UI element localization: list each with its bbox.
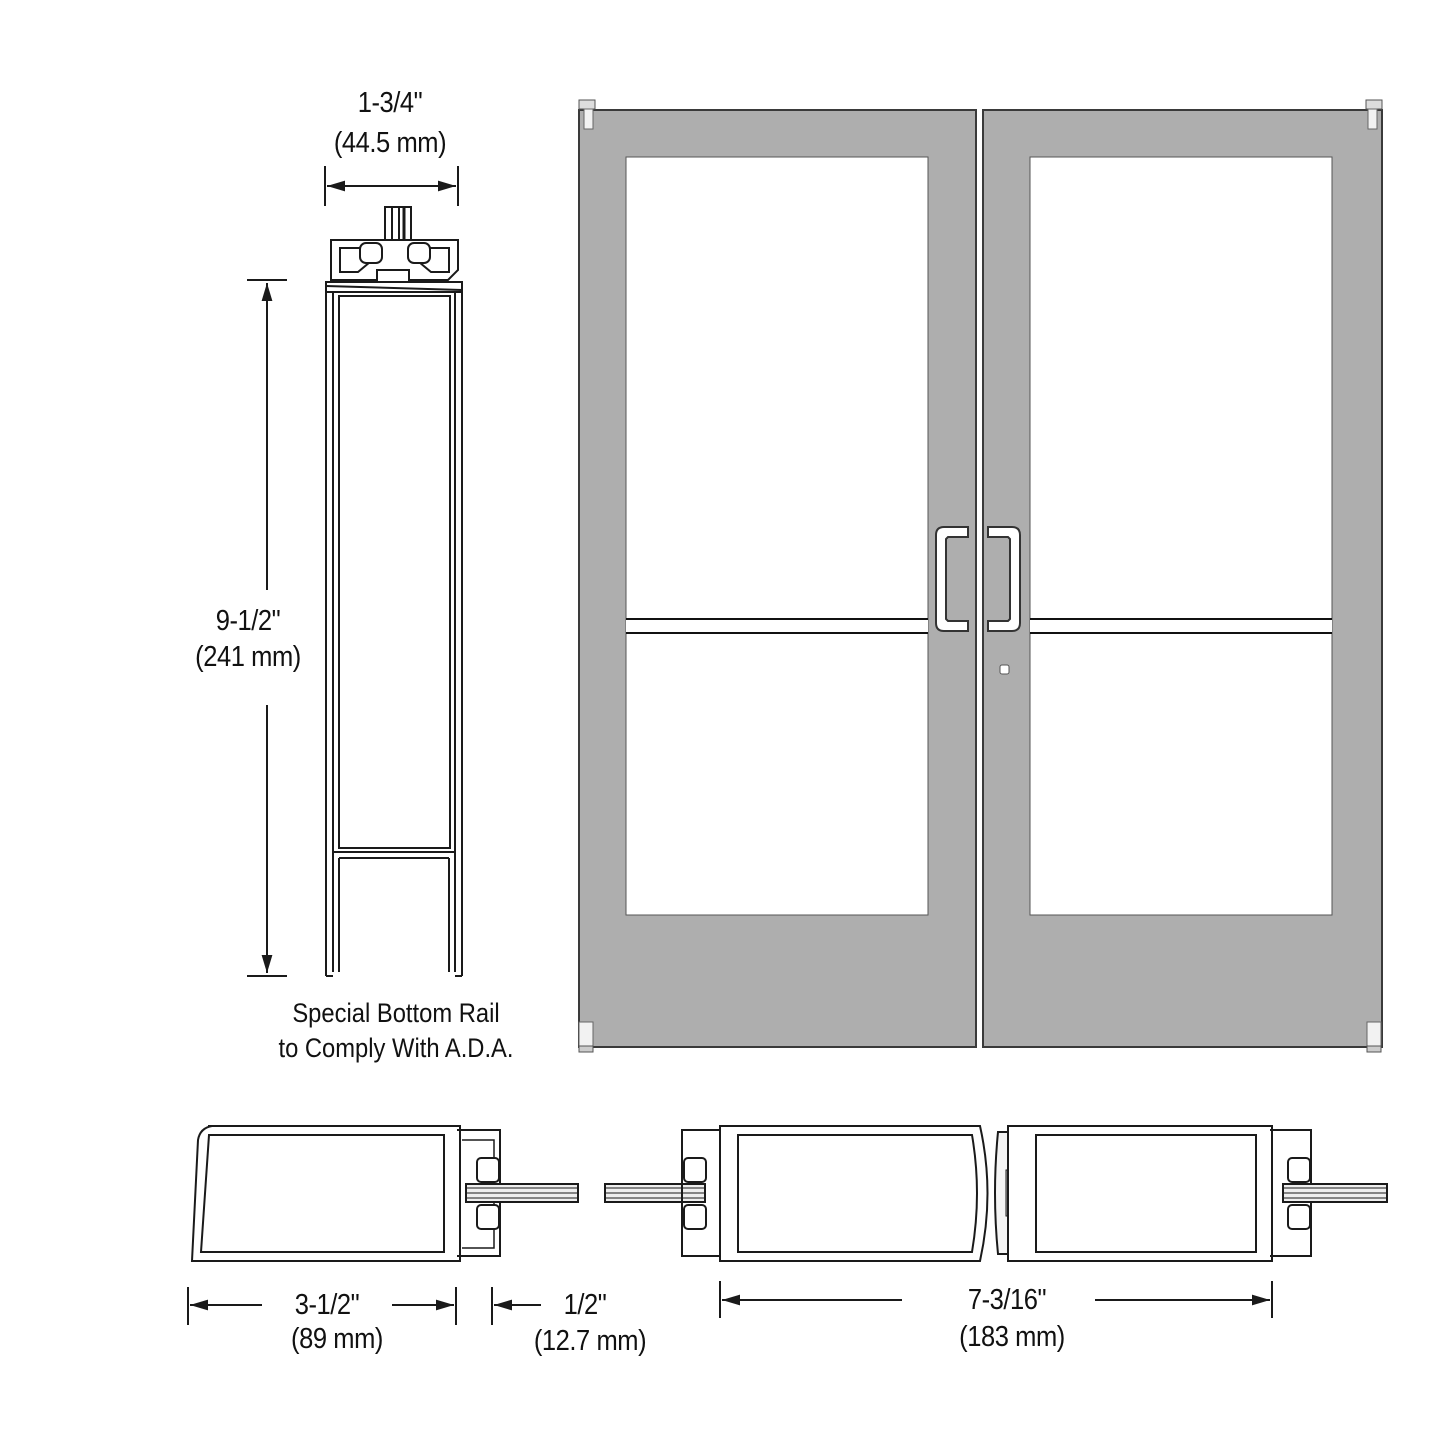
top-rail-dimension-line <box>324 166 459 206</box>
bottom-rail-height-inches: 9-1/2" <box>215 605 281 637</box>
glass-offset-inches: 1/2" <box>563 1289 607 1321</box>
plan-section-meeting-stiles <box>604 1125 1388 1262</box>
bottom-rail-caption-line1: Special Bottom Rail <box>292 998 500 1028</box>
top-pivot-left-icon <box>578 99 596 110</box>
plan-section-hinge-stile <box>190 1125 579 1262</box>
meeting-stiles-width-mm: (183 mm) <box>959 1321 1065 1353</box>
vertical-rail-section <box>325 206 463 977</box>
bottom-pivot-right-icon <box>1366 1021 1382 1047</box>
lock-cylinder-icon <box>999 664 1010 675</box>
bottom-pivot-left-icon <box>578 1021 594 1047</box>
stile-width-inches: 3-1/2" <box>294 1289 360 1321</box>
top-rail-width-mm: (44.5 mm) <box>333 127 447 159</box>
bottom-rail-caption-line2: to Comply With A.D.A. <box>278 1033 514 1063</box>
top-rail-width-inches: 1-3/4" <box>357 87 423 119</box>
bottom-rail-height-mm: (241 mm) <box>195 641 301 673</box>
door-elevation <box>578 99 1383 1053</box>
left-pull-handle <box>935 526 969 632</box>
right-pull-handle <box>987 526 1021 632</box>
plan-dimension-lines <box>187 1281 1273 1325</box>
stile-width-mm: (89 mm) <box>291 1323 383 1355</box>
glass-offset-mm: (12.7 mm) <box>533 1325 647 1357</box>
bottom-rail-height-dimension <box>247 279 287 977</box>
top-pivot-right-icon <box>1365 99 1383 110</box>
meeting-stiles-width-inches: 7-3/16" <box>967 1284 1047 1316</box>
